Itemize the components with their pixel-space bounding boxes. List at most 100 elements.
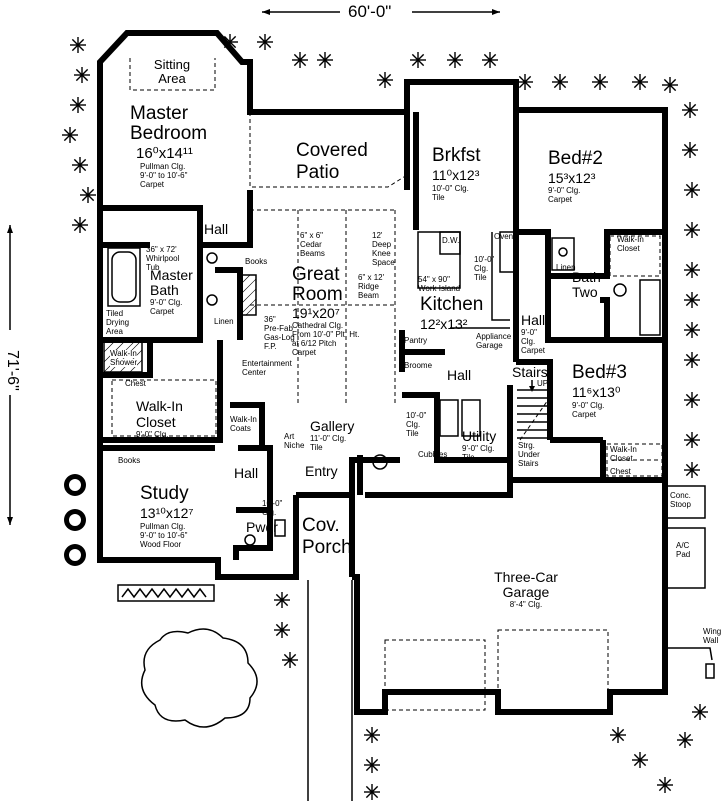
whirlpool-label-1: Whirlpool [146,254,180,263]
hall-right: Hall 9'-0" Clg. Carpet [521,312,545,355]
bed3-note-1: Carpet [572,410,597,419]
kitchen-name: Kitchen [420,294,484,315]
hall-right-note-1: Clg. [521,337,536,346]
shrub-icon [292,52,308,68]
utility: Utility 9'-0" Clg. Tile [462,428,496,462]
drying-label-0: Tiled [106,309,124,318]
shrub-icon [657,777,673,793]
pwdr-clg-label-0: 10'-0" [262,499,283,508]
linen-left-label: Linen [214,317,234,326]
whirlpool-label-2: Tub [146,263,160,272]
work-island-shape [417,231,461,289]
coats-label-1: Coats [230,424,251,433]
island-label-0: 54" x 90" [418,275,450,284]
walkin-r2-label-0: Walk-In [610,445,637,454]
brkfst-name: Brkfst [432,145,481,166]
shrub-icon [662,77,678,93]
knee-label-3: Space [372,258,395,267]
knee-label-0: 12' [372,231,383,240]
bed-3: Bed#3 11⁶x13⁰ 9'-0" Clg. Carpet [572,362,627,419]
shrub-icon [677,732,693,748]
bed3-note-0: 9'-0" Clg. [572,401,605,410]
study-name: Study [140,483,189,504]
dw-label: D.W. [442,236,460,245]
shrub-icon [684,392,700,408]
gallery-clg-label-1: Clg. [406,420,421,429]
knee-label-2: Knee [372,249,391,258]
bed3-name: Bed#3 [572,362,627,383]
great-note-1: From 10'-0" Plt. Ht. [292,330,360,339]
depth-dimension: 71'-6" [4,350,21,391]
coats-label-0: Walk-In [230,415,257,424]
master-bedroom-dims: 16⁰x14¹¹ [136,145,193,162]
shrub-icon [692,704,708,720]
shrub-icon [684,292,700,308]
stairs-treads [517,380,549,441]
shrub-icon [274,592,290,608]
gallery: Gallery 11'-0" Clg. Tile [310,418,354,452]
covered-patio-label: Covered Patio [296,140,368,183]
master-bath: Master Bath 9'-0" Clg. Carpet [150,268,194,317]
tree-outline [140,628,258,728]
shrub-icon [364,784,380,800]
island-label-1: Work Island [418,284,461,293]
shrub-icon [410,52,426,68]
breakfast: Brkfst 11⁰x12³ 10'-0" Clg. Tile [432,145,481,202]
shrub-icon [364,757,380,773]
hall-right-name: Hall [521,312,546,328]
shrub-icon [684,222,700,238]
shrub-icon [684,462,700,478]
shrub-icon [70,37,86,53]
great-note-0: Cathedral Clg. [292,321,344,330]
great-room-name: Great Room [292,264,343,305]
pwdr-label: Pwdr [246,519,278,535]
shrub-icon [62,127,78,143]
ac-label-0: A/C [676,541,690,550]
shrub-icon [684,322,700,338]
gallery-note-0: 11'-0" Clg. [310,434,347,443]
hedge-planter [117,584,215,602]
ridge-label-2: Beam [358,291,379,300]
cedar-label-2: Beams [300,249,325,258]
cedar-label-0: 6" x 6" [300,231,324,240]
study-dims: 13¹⁰x12⁷ [140,505,194,521]
knee-label-1: Deep [372,240,392,249]
master-note-2: Carpet [140,180,165,189]
kitchen: Kitchen 12²x13² [420,294,483,332]
appliance-label-0: Appliance [476,332,512,341]
fireplace-hatch [239,274,257,316]
appliance-label-1: Garage [476,341,503,350]
shrub-icon [684,432,700,448]
shrub-icon [632,74,648,90]
shrub-icon [317,52,333,68]
shrub-icon [364,727,380,743]
walkin-r2-label-1: Closet [610,454,633,463]
brkfst-note-0: 10'-0" Clg. [432,184,469,193]
bath-two-label: Bath Two [572,269,601,300]
hall-top-label: Hall [204,221,229,237]
shrub-icon [282,652,298,668]
broome-label: Broome [404,361,433,370]
gallery-clg-label-2: Tile [406,429,419,438]
shrub-icon [447,52,463,68]
hall-low-label: Hall [234,465,259,481]
brkfst-note-1: Tile [432,193,445,202]
pwdr-clg-label-1: Clg. [262,508,277,517]
shower-label-0: Walk-In [110,349,137,358]
shrub-icon [222,34,238,50]
study-note-2: Wood Floor [140,540,182,549]
shrub-icon [257,34,273,50]
garage-note-0: 8'-4" Clg. [509,600,543,609]
ac-pad-shape [666,527,706,589]
shrub-icon [72,217,88,233]
shrub-icon [682,102,698,118]
shrub-icon [632,752,648,768]
garage: Three-Car Garage 8'-4" Clg. [486,570,566,610]
sitting-area-label: Sitting Area [153,57,191,86]
walk-in-closet: Walk-In Closet 9'-0" Clg. [136,398,212,439]
master-note-1: 9'-0" to 10'-6" [140,171,188,180]
brkfst-dims: 11⁰x12³ [432,167,480,183]
books-study-label: Books [118,456,141,465]
shrub-icon [80,187,96,203]
walkin-r-label-1: Closet [617,244,640,253]
